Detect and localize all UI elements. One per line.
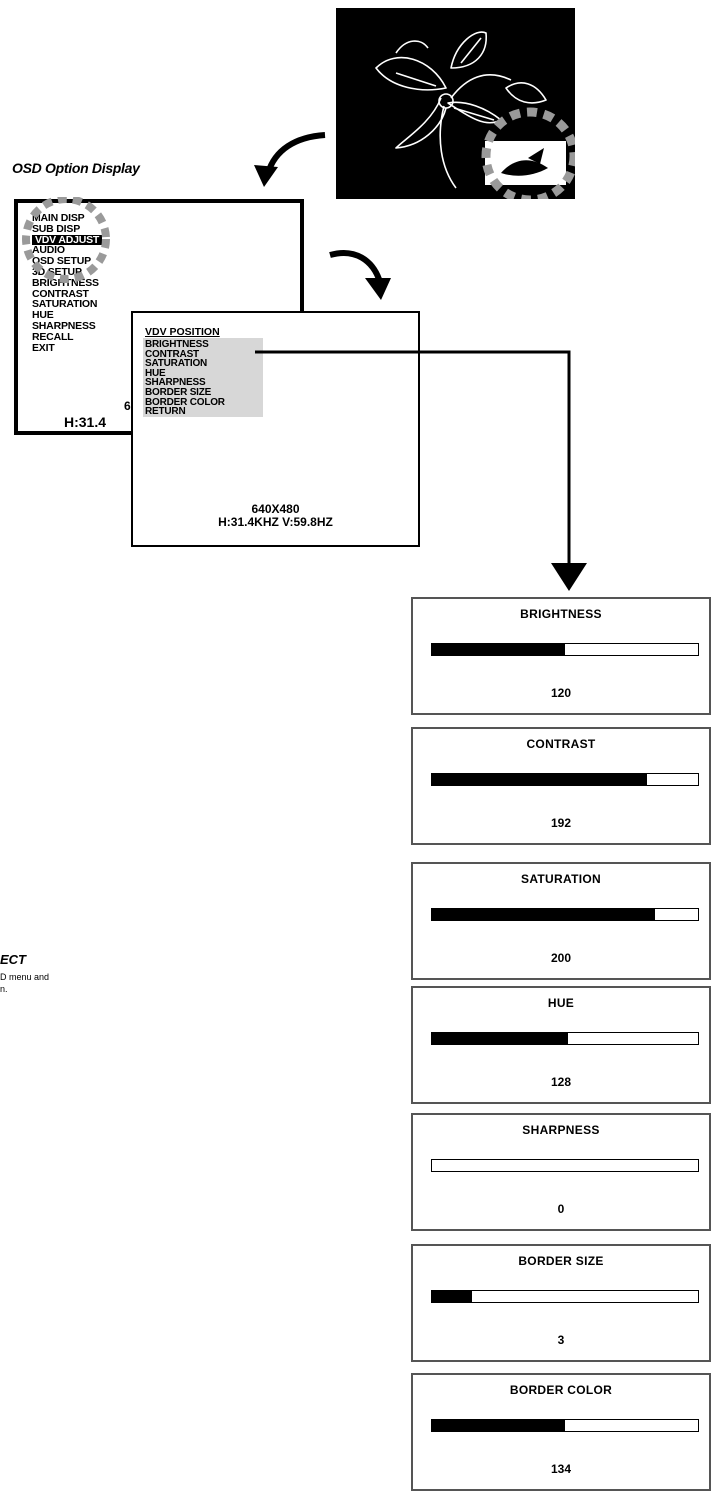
panel-title: SATURATION [413, 872, 709, 886]
flower-illustration [336, 8, 575, 199]
panel-value: 128 [413, 1075, 709, 1089]
adjust-panel-border-color: BORDER COLOR 134 [411, 1373, 711, 1491]
panel-value: 134 [413, 1462, 709, 1476]
adjust-panel-border-size: BORDER SIZE 3 [411, 1244, 711, 1362]
panel-value: 200 [413, 951, 709, 965]
level-slider-fill [432, 1033, 568, 1044]
adjust-panel-brightness: BRIGHTNESS 120 [411, 597, 711, 715]
panel-value: 3 [413, 1333, 709, 1347]
submenu-list: BRIGHTNESS CONTRAST SATURATION HUE SHARP… [143, 338, 263, 417]
submenu-header-vdv-position[interactable]: VDV POSITION [145, 326, 220, 338]
panel-title: HUE [413, 996, 709, 1010]
level-slider[interactable] [431, 643, 699, 656]
submenu-item-return[interactable]: RETURN [145, 407, 261, 417]
arrow-to-menu-icon [250, 125, 330, 190]
selection-highlight-ring [18, 197, 168, 317]
side-text-line-2: n. [0, 984, 8, 994]
menu-item-exit[interactable]: EXIT [32, 343, 102, 354]
menu-item-recall[interactable]: RECALL [32, 332, 102, 343]
level-slider-fill [432, 774, 647, 785]
adjust-panel-sharpness: SHARPNESS 0 [411, 1113, 711, 1231]
main-resolution-partial: 6 [124, 399, 131, 413]
arrow-to-submenu-icon [325, 240, 395, 305]
level-slider-fill [432, 1291, 472, 1302]
level-slider[interactable] [431, 773, 699, 786]
adjust-panel-hue: HUE 128 [411, 986, 711, 1104]
panel-title: SHARPNESS [413, 1123, 709, 1137]
level-slider-fill [432, 644, 565, 655]
screen-photo [336, 8, 575, 199]
main-frequency-partial: H:31.4 [64, 414, 106, 430]
level-slider[interactable] [431, 1419, 699, 1432]
panel-value: 120 [413, 686, 709, 700]
panel-title: BRIGHTNESS [413, 607, 709, 621]
level-slider[interactable] [431, 1159, 699, 1172]
level-slider[interactable] [431, 908, 699, 921]
connector-arrow-icon [255, 345, 595, 595]
level-slider-fill [432, 909, 655, 920]
level-slider-fill [432, 1420, 565, 1431]
level-slider[interactable] [431, 1290, 699, 1303]
adjust-panel-saturation: SATURATION 200 [411, 862, 711, 980]
panel-value: 0 [413, 1202, 709, 1216]
level-slider[interactable] [431, 1032, 699, 1045]
side-heading: ECT [0, 952, 26, 967]
adjust-panel-contrast: CONTRAST 192 [411, 727, 711, 845]
panel-title: CONTRAST [413, 737, 709, 751]
panel-title: BORDER SIZE [413, 1254, 709, 1268]
panel-value: 192 [413, 816, 709, 830]
osd-caption: OSD Option Display [12, 160, 140, 176]
side-text-line-1: D menu and [0, 972, 49, 982]
panel-title: BORDER COLOR [413, 1383, 709, 1397]
